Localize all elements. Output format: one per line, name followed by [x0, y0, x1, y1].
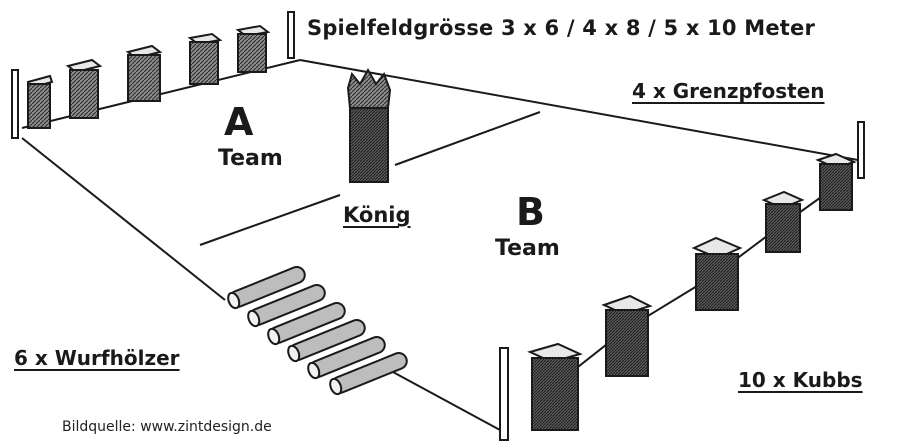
kubb	[761, 190, 805, 253]
boundary-line-top-right	[299, 59, 859, 161]
boundary-post	[499, 347, 509, 441]
kubbs-team-b	[527, 152, 857, 431]
kubb	[235, 24, 271, 73]
throwing-stick	[247, 284, 326, 328]
boundary-post	[857, 121, 865, 179]
throwing-sticks-label: 6 x Wurfhölzer	[14, 346, 180, 370]
boundary-posts	[11, 11, 865, 441]
team-b-label: Team	[495, 236, 560, 261]
throwing-stick	[307, 336, 386, 380]
throwing-stick	[227, 266, 306, 310]
kubb	[65, 58, 103, 119]
kubbs-team-a	[26, 24, 271, 129]
throwing-stick	[287, 319, 366, 363]
center-line-right	[394, 111, 541, 166]
team-a-letter: A	[224, 100, 254, 144]
field-size-label: Spielfeldgrösse 3 x 6 / 4 x 8 / 5 x 10 M…	[307, 16, 816, 40]
boundary-post	[287, 11, 295, 59]
kubb	[815, 152, 857, 211]
kubb	[601, 294, 653, 377]
kubb	[691, 236, 743, 311]
king-label: König	[343, 203, 411, 227]
boundary-line-left	[21, 137, 226, 301]
center-line-left	[199, 194, 341, 246]
team-a-label: Team	[218, 146, 283, 171]
throwing-sticks	[227, 266, 408, 396]
king-body	[349, 107, 389, 183]
throwing-stick	[329, 352, 408, 396]
boundary-line-bottom	[379, 364, 501, 431]
kubbs-label: 10 x Kubbs	[738, 368, 863, 392]
throwing-stick	[267, 302, 346, 346]
kubb	[527, 342, 583, 431]
kubb	[187, 32, 223, 85]
image-source-credit: Bildquelle: www.zintdesign.de	[62, 419, 272, 435]
king-piece	[346, 67, 392, 183]
boundary-posts-label: 4 x Grenzpfosten	[632, 79, 825, 103]
king-crown	[346, 67, 392, 109]
kubb	[26, 74, 54, 129]
team-b-letter: B	[516, 190, 545, 234]
kubb	[125, 44, 163, 102]
boundary-post	[11, 69, 19, 139]
